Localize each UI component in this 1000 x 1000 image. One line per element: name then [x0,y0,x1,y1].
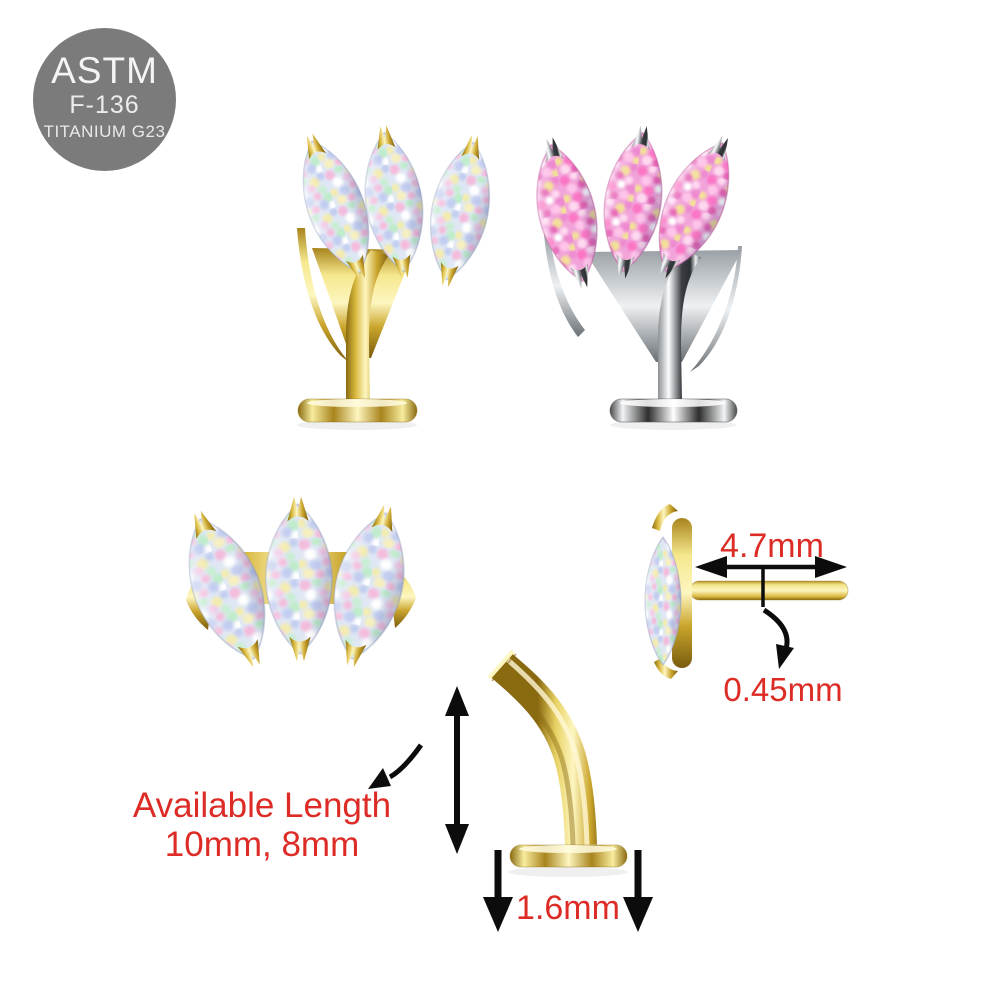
dimension-annotations [368,556,847,932]
silver-labret-pink-opal-front [523,124,749,430]
gold-labret-white-opal-front [284,124,502,430]
white-opal-stone [263,496,335,662]
base-width-arrow-right [623,850,653,932]
available-length-values: 10mm, 8mm [164,825,360,864]
post-length-label: 4.7mm [720,527,824,565]
available-length-arrow [445,686,469,854]
white-opal-cluster-closeup [168,496,419,672]
available-length-label: Available Length 10mm, 8mm [110,786,414,864]
badge-standard: ASTM [51,50,158,91]
post-length-arrow [695,556,847,578]
gold-labret-side-view [644,504,849,679]
material-badge: ASTM F-136 TITANIUM G23 [33,28,176,171]
available-length-title: Available Length [132,786,392,825]
pin-diameter-arrow [762,607,794,669]
threadless-pin [689,580,849,601]
base-width-arrow-left [483,850,513,932]
pointer-arrow [368,743,424,789]
shadow [508,867,628,877]
post-tube [490,652,597,846]
white-opal-stone [418,133,502,289]
badge-material: TITANIUM G23 [43,122,166,141]
badge-grade: F-136 [69,91,140,119]
base-width-label: 1.6mm [516,889,620,927]
curved-labret-post [487,649,628,877]
shadow [297,420,417,430]
pin-diameter-label: 0.45mm [723,671,843,708]
